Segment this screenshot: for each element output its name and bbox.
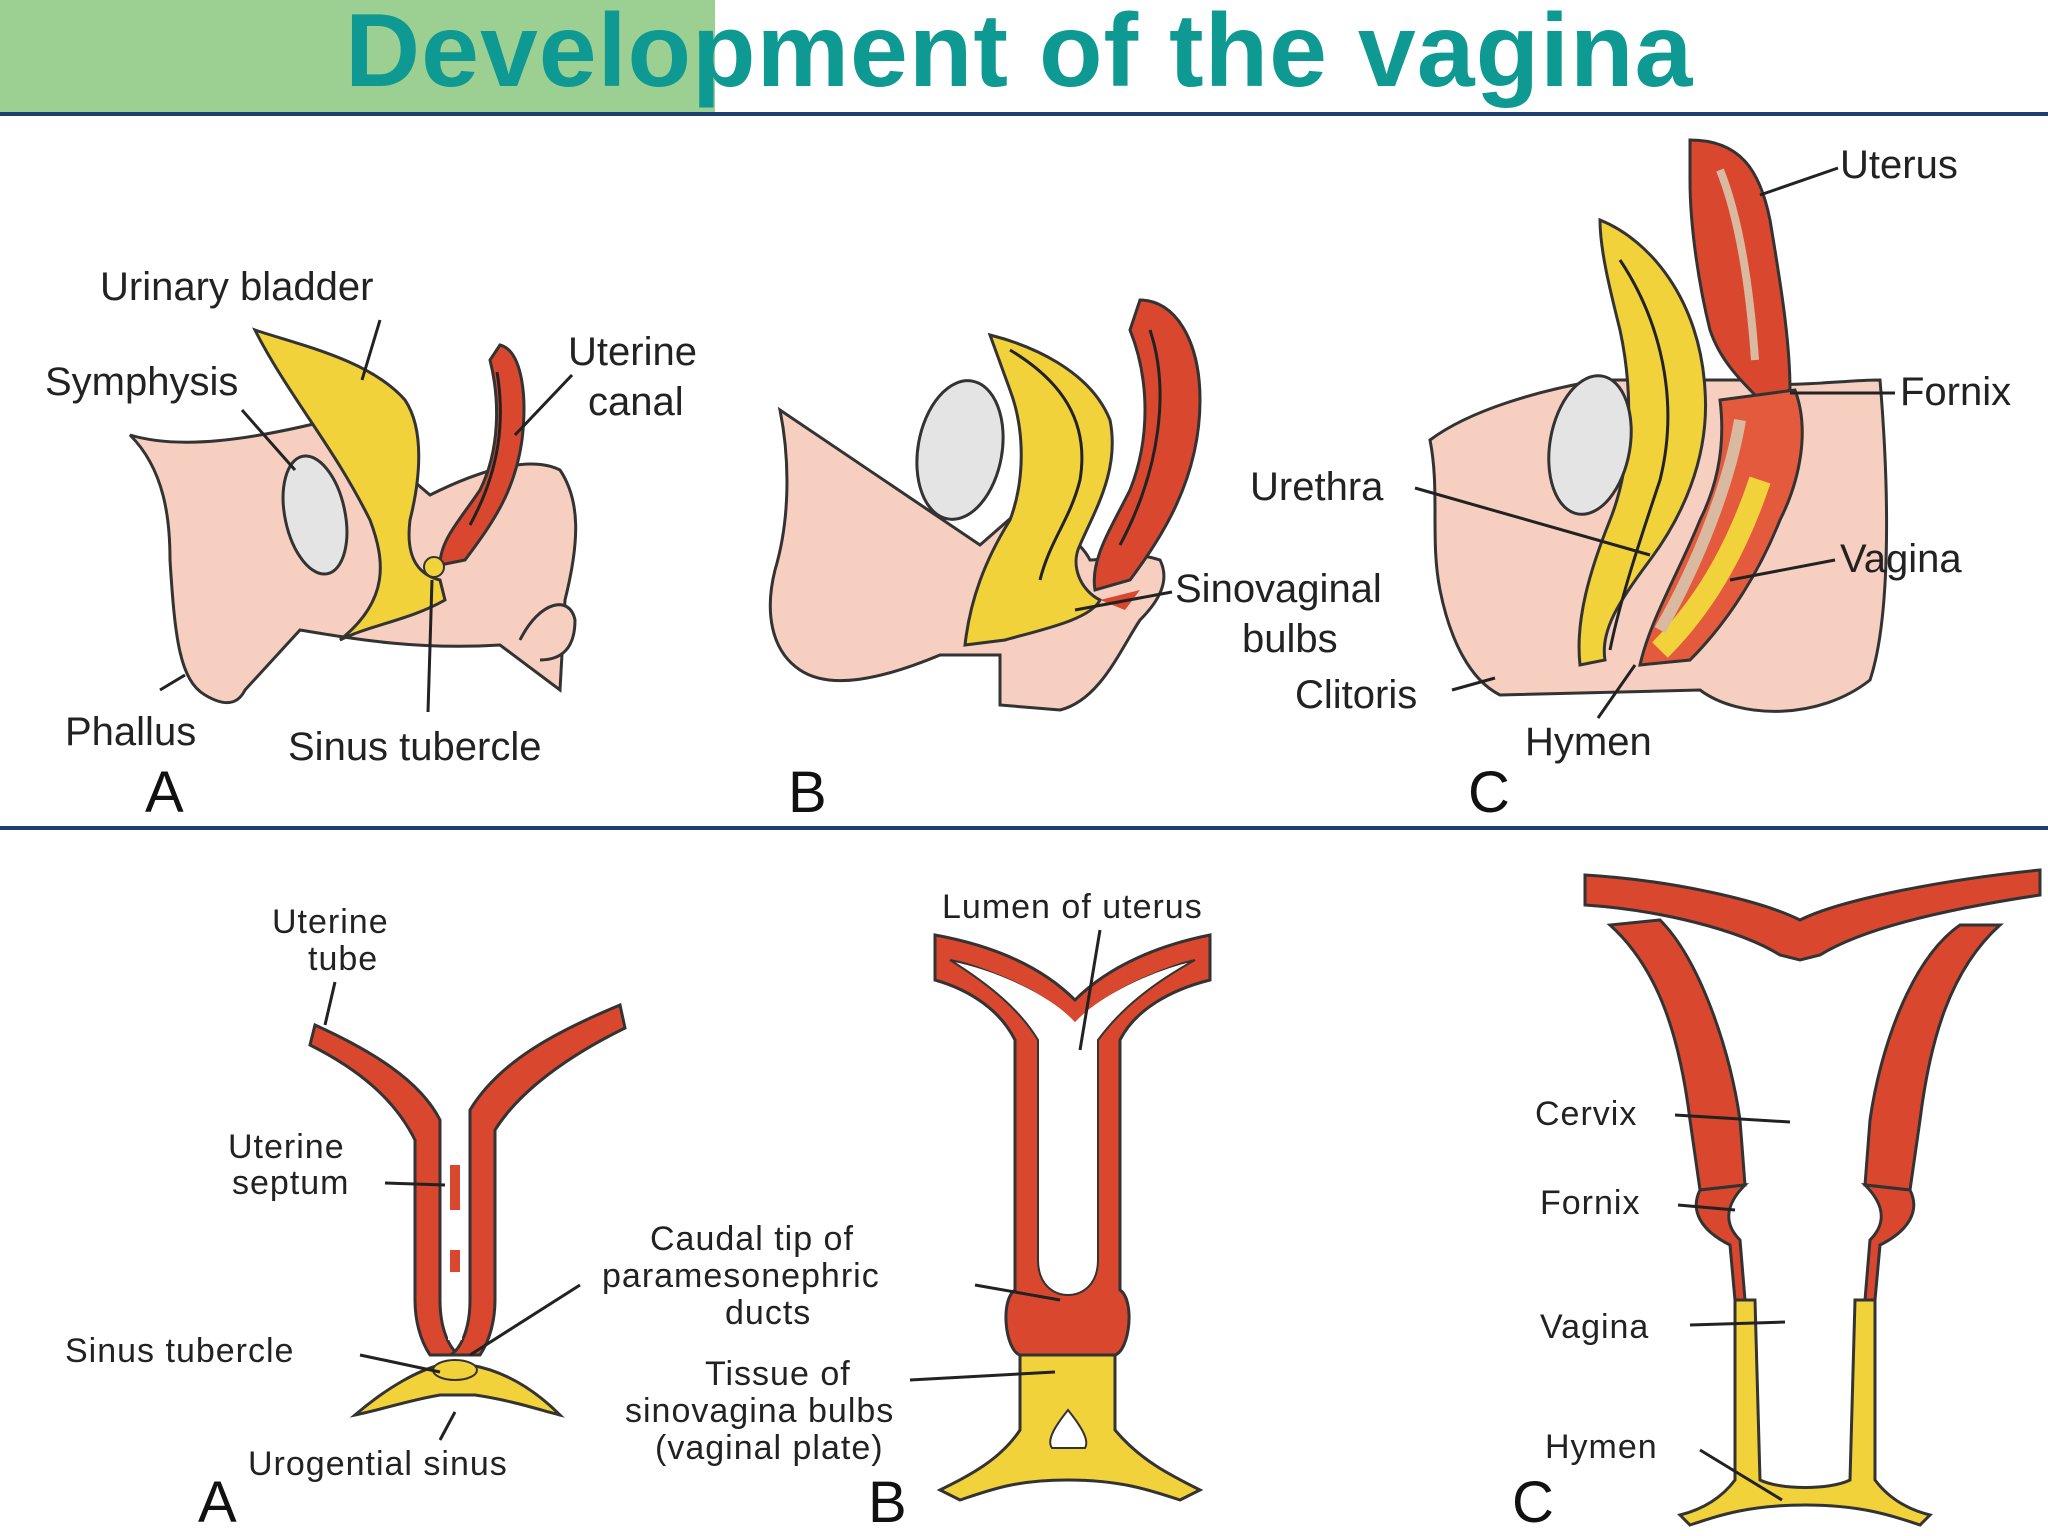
top-panel-b-illustration xyxy=(768,298,1202,712)
bottom-a-urogenital-sinus xyxy=(349,1363,565,1418)
bottom-c-uterus-top xyxy=(1583,868,2042,962)
bottom-a-left-duct xyxy=(308,1022,461,1357)
bottom-panel-c-illustration xyxy=(1583,868,2042,1527)
label-fornix-top: Fornix xyxy=(1900,370,2011,414)
label-caudal-3: ducts xyxy=(725,1294,811,1332)
bottom-a-right-duct xyxy=(449,1002,627,1357)
top-panel-a-illustration xyxy=(128,327,578,705)
top-a-bladder xyxy=(252,327,447,642)
label-uterine-tube-2: tube xyxy=(308,940,378,978)
bottom-c-vagina-upper xyxy=(1694,1183,1916,1302)
label-sinus-tubercle: Sinus tubercle xyxy=(288,725,541,769)
bottom-panel-a-illustration xyxy=(308,1002,627,1418)
middle-divider xyxy=(0,826,2048,830)
bottom-a-sinus-tubercle xyxy=(432,1359,478,1381)
top-c-uterus xyxy=(1688,138,1792,402)
label-tissue-1: Tissue of xyxy=(705,1355,851,1393)
label-sinovaginal-2: bulbs xyxy=(1242,617,1338,661)
label-fornix-bottom: Fornix xyxy=(1540,1184,1640,1222)
label-tissue-3: (vaginal plate) xyxy=(655,1429,884,1467)
title-band xyxy=(0,0,715,112)
bottom-c-left-wall xyxy=(1606,918,1747,1192)
label-vagina-bottom: Vagina xyxy=(1540,1308,1649,1346)
label-vagina-top: Vagina xyxy=(1840,537,1962,581)
bottom-c-right-wall xyxy=(1863,923,2004,1192)
label-cervix: Cervix xyxy=(1535,1095,1637,1133)
label-clitoris: Clitoris xyxy=(1295,673,1417,717)
label-uterine-septum-2: septum xyxy=(232,1164,350,1202)
page-title: Development of the vagina xyxy=(345,0,1694,109)
label-urethra: Urethra xyxy=(1250,465,1384,509)
label-caudal-2: paramesonephric xyxy=(602,1257,880,1295)
label-hymen-top: Hymen xyxy=(1525,720,1652,764)
label-uterine-canal-1: Uterine xyxy=(568,330,697,374)
top-c-bladder xyxy=(1577,217,1708,667)
label-caudal-1: Caudal tip of xyxy=(650,1220,854,1258)
label-uterine-tube-1: Uterine xyxy=(272,903,389,941)
label-phallus: Phallus xyxy=(65,710,196,754)
label-uterus: Uterus xyxy=(1840,143,1958,187)
top-a-uterine-canal xyxy=(438,343,526,567)
top-b-bladder xyxy=(963,332,1114,647)
label-uterine-septum-1: Uterine xyxy=(228,1128,345,1166)
label-tissue-2: sinovagina bulbs xyxy=(625,1392,894,1430)
label-sinus-tubercle-bottom: Sinus tubercle xyxy=(65,1332,294,1370)
top-b-symphysis xyxy=(915,379,1005,521)
label-symphysis: Symphysis xyxy=(45,360,238,404)
label-urinary-bladder: Urinary bladder xyxy=(100,265,373,309)
label-uterine-canal-2: canal xyxy=(588,380,684,424)
top-panel-b-letter: B xyxy=(788,760,827,825)
top-divider xyxy=(0,112,2048,116)
label-hymen-bottom: Hymen xyxy=(1545,1428,1658,1466)
top-panel-a-letter: A xyxy=(145,760,184,825)
bottom-c-vagina-lower xyxy=(1677,1298,1933,1527)
top-a-sinus-tubercle xyxy=(423,556,445,578)
label-sinovaginal-1: Sinovaginal xyxy=(1175,567,1382,611)
label-lumen-of-uterus: Lumen of uterus xyxy=(942,888,1203,926)
top-a-symphysis xyxy=(281,454,349,576)
top-c-symphysis xyxy=(1547,374,1633,516)
top-b-uterine-canal xyxy=(1092,298,1202,592)
bottom-panel-c-letter: C xyxy=(1512,1470,1554,1535)
top-panel-c-illustration xyxy=(1428,138,1889,713)
label-urogential-sinus: Urogential sinus xyxy=(248,1445,508,1483)
bottom-panel-a-letter: A xyxy=(198,1470,237,1535)
bottom-panel-b-letter: B xyxy=(868,1470,907,1535)
bottom-panel-b-illustration xyxy=(933,933,1212,1502)
top-panel-c-letter: C xyxy=(1468,760,1510,825)
